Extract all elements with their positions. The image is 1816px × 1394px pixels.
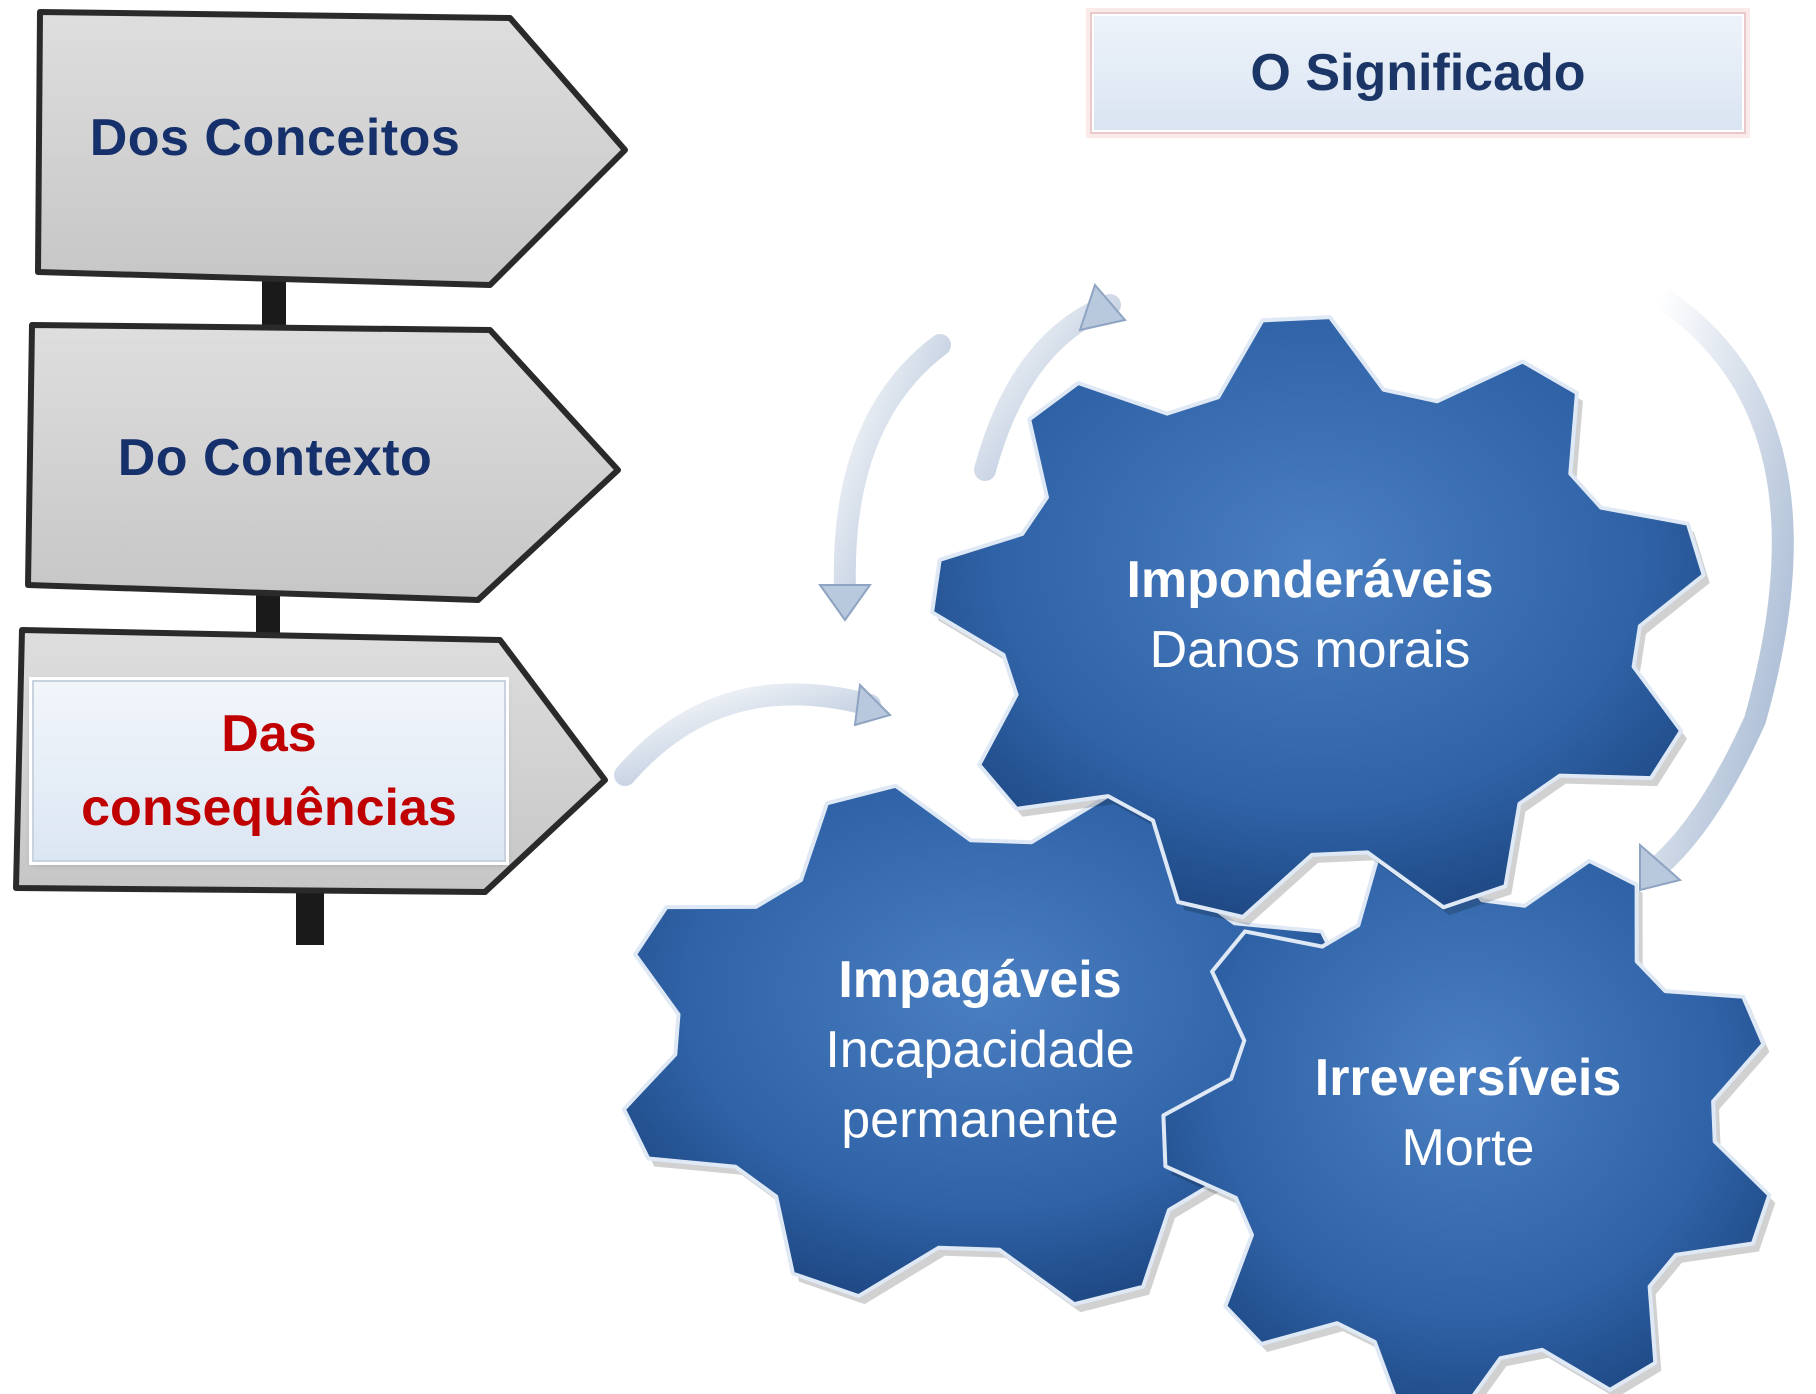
title-box: O Significado: [1090, 12, 1746, 134]
gear-irreversiveis: [1161, 838, 1776, 1394]
gear-title-impagaveis: Impagáveis: [838, 951, 1122, 1009]
gear-label-irreversiveis: Irreversíveis Morte: [1218, 1043, 1718, 1183]
curved-arrow-top-left: [833, 334, 951, 601]
gear-subtitle-impagaveis-line2: permanente: [841, 1091, 1119, 1149]
curved-arrow-left: [614, 683, 881, 786]
gears: [621, 315, 1776, 1394]
gearC-body: [1161, 838, 1772, 1394]
gear-subtitle-impagaveis-line1: Incapacidade: [825, 1021, 1135, 1079]
sign-arrow-2: [25, 322, 621, 603]
gear-title-imponderaveis: Imponderáveis: [1126, 551, 1494, 609]
gear-title-irreversiveis: Irreversíveis: [1314, 1049, 1622, 1107]
sign-pole-3: [296, 890, 324, 945]
gear-label-impagaveis: Impagáveis Incapacidade permanente: [730, 945, 1230, 1155]
gearA-body: [930, 315, 1706, 919]
sign-label-consequencias-line2: consequências: [81, 779, 457, 837]
sign-label-conceitos: Dos Conceitos: [89, 109, 461, 167]
sign-label-contexto: Do Contexto: [117, 429, 433, 487]
gear-imponderaveis: [930, 315, 1710, 926]
gear-label-imponderaveis: Imponderáveis Danos morais: [1060, 545, 1560, 685]
diagram-title: O Significado: [1250, 44, 1586, 102]
sign-label-consequencias-box: Das consequências: [32, 680, 506, 862]
gear-subtitle-irreversiveis: Morte: [1401, 1119, 1535, 1177]
arrow-head-2: [1078, 283, 1127, 332]
gear-impagaveis: [621, 783, 1353, 1313]
arrow-head-3: [1639, 842, 1683, 892]
curved-arrow-right: [1649, 289, 1794, 876]
arrow-head-1: [818, 584, 872, 622]
sign-label-consequencias-line1: Das: [221, 705, 317, 763]
gear-subtitle-imponderaveis: Danos morais: [1149, 621, 1471, 679]
arrow-heads: [818, 283, 1683, 892]
sign-arrow-1: [35, 9, 628, 288]
arrow-head-4: [853, 682, 892, 727]
